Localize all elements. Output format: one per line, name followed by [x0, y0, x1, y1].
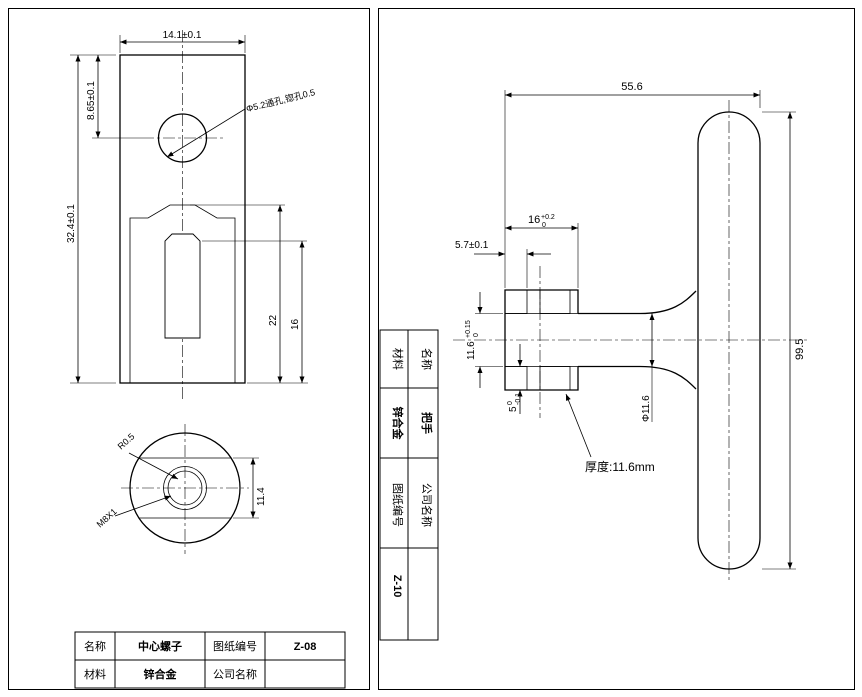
dim-label: 16	[290, 318, 301, 330]
thread-note: M8X1	[95, 506, 119, 529]
thread-major-circle	[163, 466, 207, 510]
dim-label: 8.65±0.1	[86, 81, 97, 120]
material-value: 锌合金	[144, 667, 178, 681]
name-value: 把手	[420, 412, 434, 434]
through-hole	[157, 113, 208, 163]
dim-across-flats: 11.4	[233, 457, 267, 519]
hole-note: Φ5.2通孔,锪孔0.5	[245, 86, 316, 114]
dim-label: 11.4	[256, 487, 267, 506]
thickness-callout: 厚度:11.6mm	[565, 393, 655, 474]
hole-callout: Φ5.2通孔,锪孔0.5	[166, 86, 316, 158]
hub-rib-section	[504, 366, 528, 391]
stem-top-edge	[578, 290, 697, 315]
dim-width-top: 14.1±0.1	[119, 30, 246, 53]
material-label: 材料	[84, 667, 106, 681]
dim-sup: +0.2	[541, 214, 555, 221]
radius-callout: R0.5	[116, 431, 179, 480]
dim-handle-length: 99.5	[762, 111, 806, 570]
dim-sup: 0	[507, 401, 514, 405]
dim-sub: 0	[542, 222, 546, 229]
left-title-block: 名称 中心螺子 图纸编号 Z-08 材料 锌合金 公司名称	[74, 631, 346, 689]
hub-rib-section	[539, 289, 571, 314]
dim-length: 55.6	[504, 81, 761, 288]
dim-overall-height: 32.4±0.1	[66, 54, 116, 384]
dim-cavity-depth: 16	[202, 240, 307, 383]
nut-outer-circle	[129, 432, 241, 544]
dim-main: 16	[528, 214, 540, 226]
drawing-no-value: Z-10	[391, 575, 403, 598]
company-label: 公司名称	[213, 667, 257, 681]
name-label: 名称	[84, 639, 106, 653]
dim-label: 5.7±0.1	[455, 240, 489, 251]
right-panel-border	[378, 8, 855, 690]
hub-rib-section	[504, 289, 528, 314]
front-section-view	[119, 54, 246, 384]
thread-minor-circle	[167, 470, 203, 506]
right-title-block: 材料 名称 锌合金 把手 图纸编号 公司名称 Z-10	[379, 329, 439, 641]
right-drawing-panel: 55.6 99.5 16 +0.2 0 5.7±0.1	[378, 8, 855, 690]
name-label: 名称	[420, 348, 434, 370]
thread-callout: M8X1	[95, 495, 172, 529]
material-label: 材料	[391, 348, 405, 370]
left-panel-border	[8, 8, 370, 690]
drawing-no-value: Z-08	[294, 641, 317, 653]
dim-hole-offset: 8.65±0.1	[86, 55, 142, 139]
hub-rib-section	[539, 366, 571, 391]
dim-stem-diameter: Φ11.6	[641, 313, 655, 422]
handle-side-view	[504, 111, 761, 570]
stem-bottom-edge	[578, 365, 697, 390]
hub-flange-outline	[504, 289, 579, 391]
dim-rib: 5 0 -0.1	[507, 344, 523, 414]
material-value: 锌合金	[391, 407, 405, 441]
dim-hub-width: 16 +0.2 0	[505, 214, 579, 288]
dim-main: 11.6	[466, 341, 477, 360]
dim-insert-height: 22	[190, 204, 308, 384]
radius-note: R0.5	[116, 431, 137, 451]
bottom-view	[129, 432, 241, 544]
dim-step: 5.7±0.1	[455, 240, 551, 288]
dim-slot: 11.6 +0.15 0	[465, 292, 503, 388]
dim-main: 5	[508, 406, 519, 412]
drawing-no-label: 图纸编号	[391, 483, 405, 527]
thickness-note: 厚度:11.6mm	[585, 459, 655, 474]
dim-sub: -0.1	[515, 393, 522, 405]
drawing-no-label: 图纸编号	[213, 639, 257, 653]
insert-cavity	[164, 233, 201, 339]
left-drawing-panel: 14.1±0.1 32.4±0.1 8.65±0.1 Φ5.2通孔,锪孔0.5	[8, 8, 370, 690]
company-label: 公司名称	[420, 483, 434, 527]
dim-sub: 0	[473, 333, 480, 337]
dim-label: 32.4±0.1	[66, 204, 77, 243]
dim-label: 14.1±0.1	[163, 30, 202, 41]
centerlines	[453, 100, 810, 582]
dim-sup: +0.15	[465, 320, 472, 338]
dim-label: 99.5	[794, 339, 806, 360]
dim-label: 22	[268, 314, 279, 326]
centerlines	[121, 30, 249, 554]
handle-grip-bar	[697, 111, 761, 570]
name-value: 中心螺子	[138, 639, 182, 653]
dim-label: Φ11.6	[641, 395, 652, 422]
dim-label: 55.6	[621, 81, 642, 93]
